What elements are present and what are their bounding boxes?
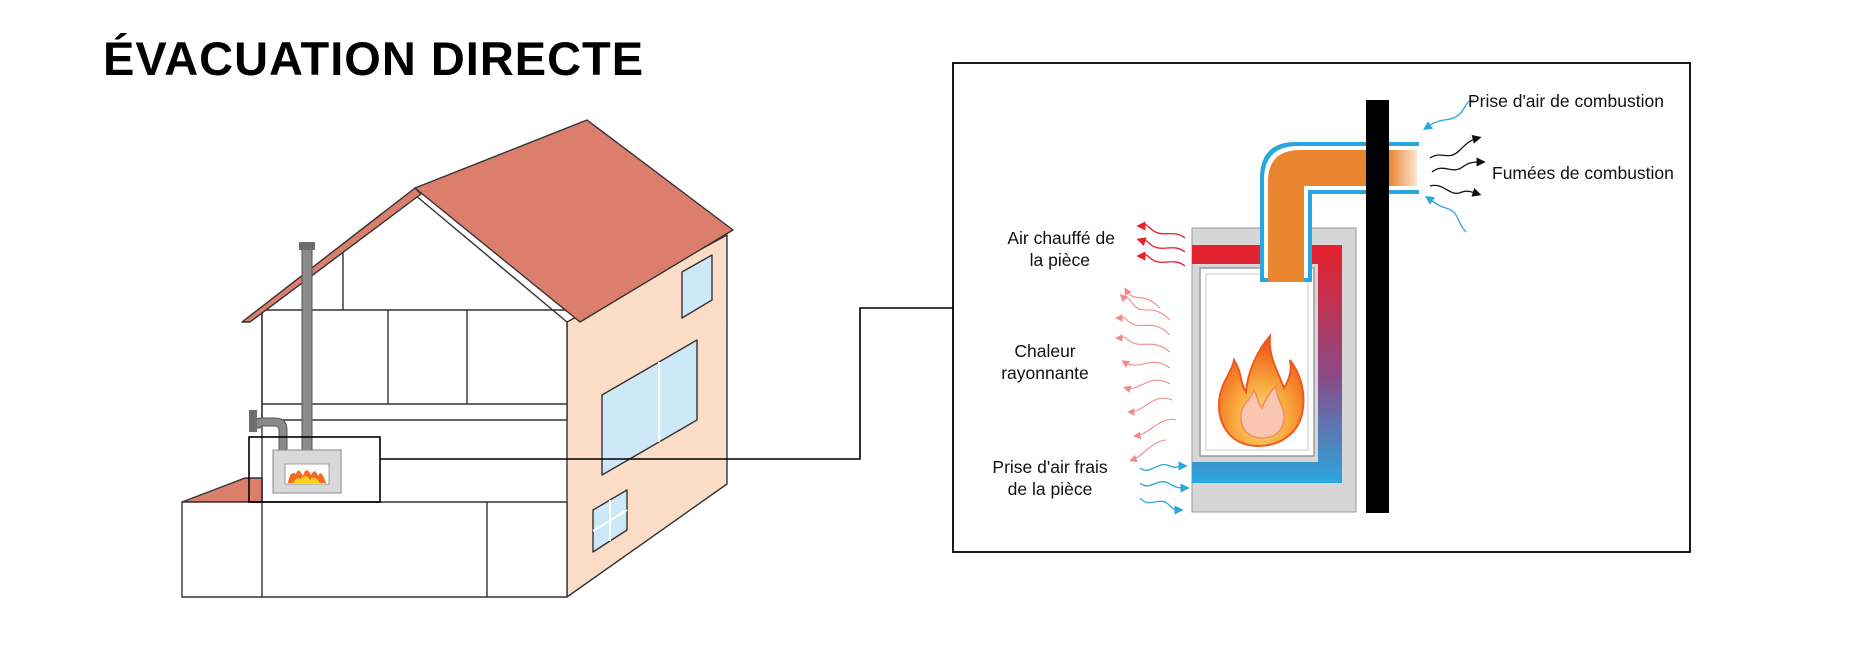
label-fresh-air-line1: Prise d'air frais xyxy=(992,457,1107,477)
house-fireplace xyxy=(272,449,342,494)
exterior-wall xyxy=(1366,100,1389,513)
label-combustion-fumes: Fumées de combustion xyxy=(1492,163,1674,183)
callout-connector xyxy=(380,307,955,460)
label-fresh-air-line2: de la pièce xyxy=(1008,479,1093,499)
main-roof xyxy=(414,119,734,323)
garage-roof xyxy=(181,477,263,503)
diagram-title: ÉVACUATION DIRECTE xyxy=(103,32,644,85)
label-heated-air-line1: Air chauffé de xyxy=(1007,228,1115,248)
coaxial-vent xyxy=(1260,142,1419,282)
lower-front-wall xyxy=(181,501,568,598)
side-window-large xyxy=(601,339,698,476)
exhaust-arrows xyxy=(1429,134,1486,197)
callout-box xyxy=(248,436,381,503)
label-combustion-air-intake: Prise d'air de combustion xyxy=(1468,91,1664,111)
radiant-heat-arrows xyxy=(1114,287,1177,463)
fresh-air-arrows xyxy=(1139,461,1190,515)
combustion-air-arrows xyxy=(1422,99,1475,233)
label-radiant-heat-line1: Chaleur xyxy=(1014,341,1075,361)
house-illustration xyxy=(181,119,734,598)
label-radiant-heat-line2: rayonnante xyxy=(1001,363,1089,383)
hot-air-arrows xyxy=(1136,221,1186,267)
label-heated-air-line2: la pièce xyxy=(1030,250,1090,270)
side-window-top xyxy=(681,254,713,319)
left-roof-edge xyxy=(241,187,422,323)
